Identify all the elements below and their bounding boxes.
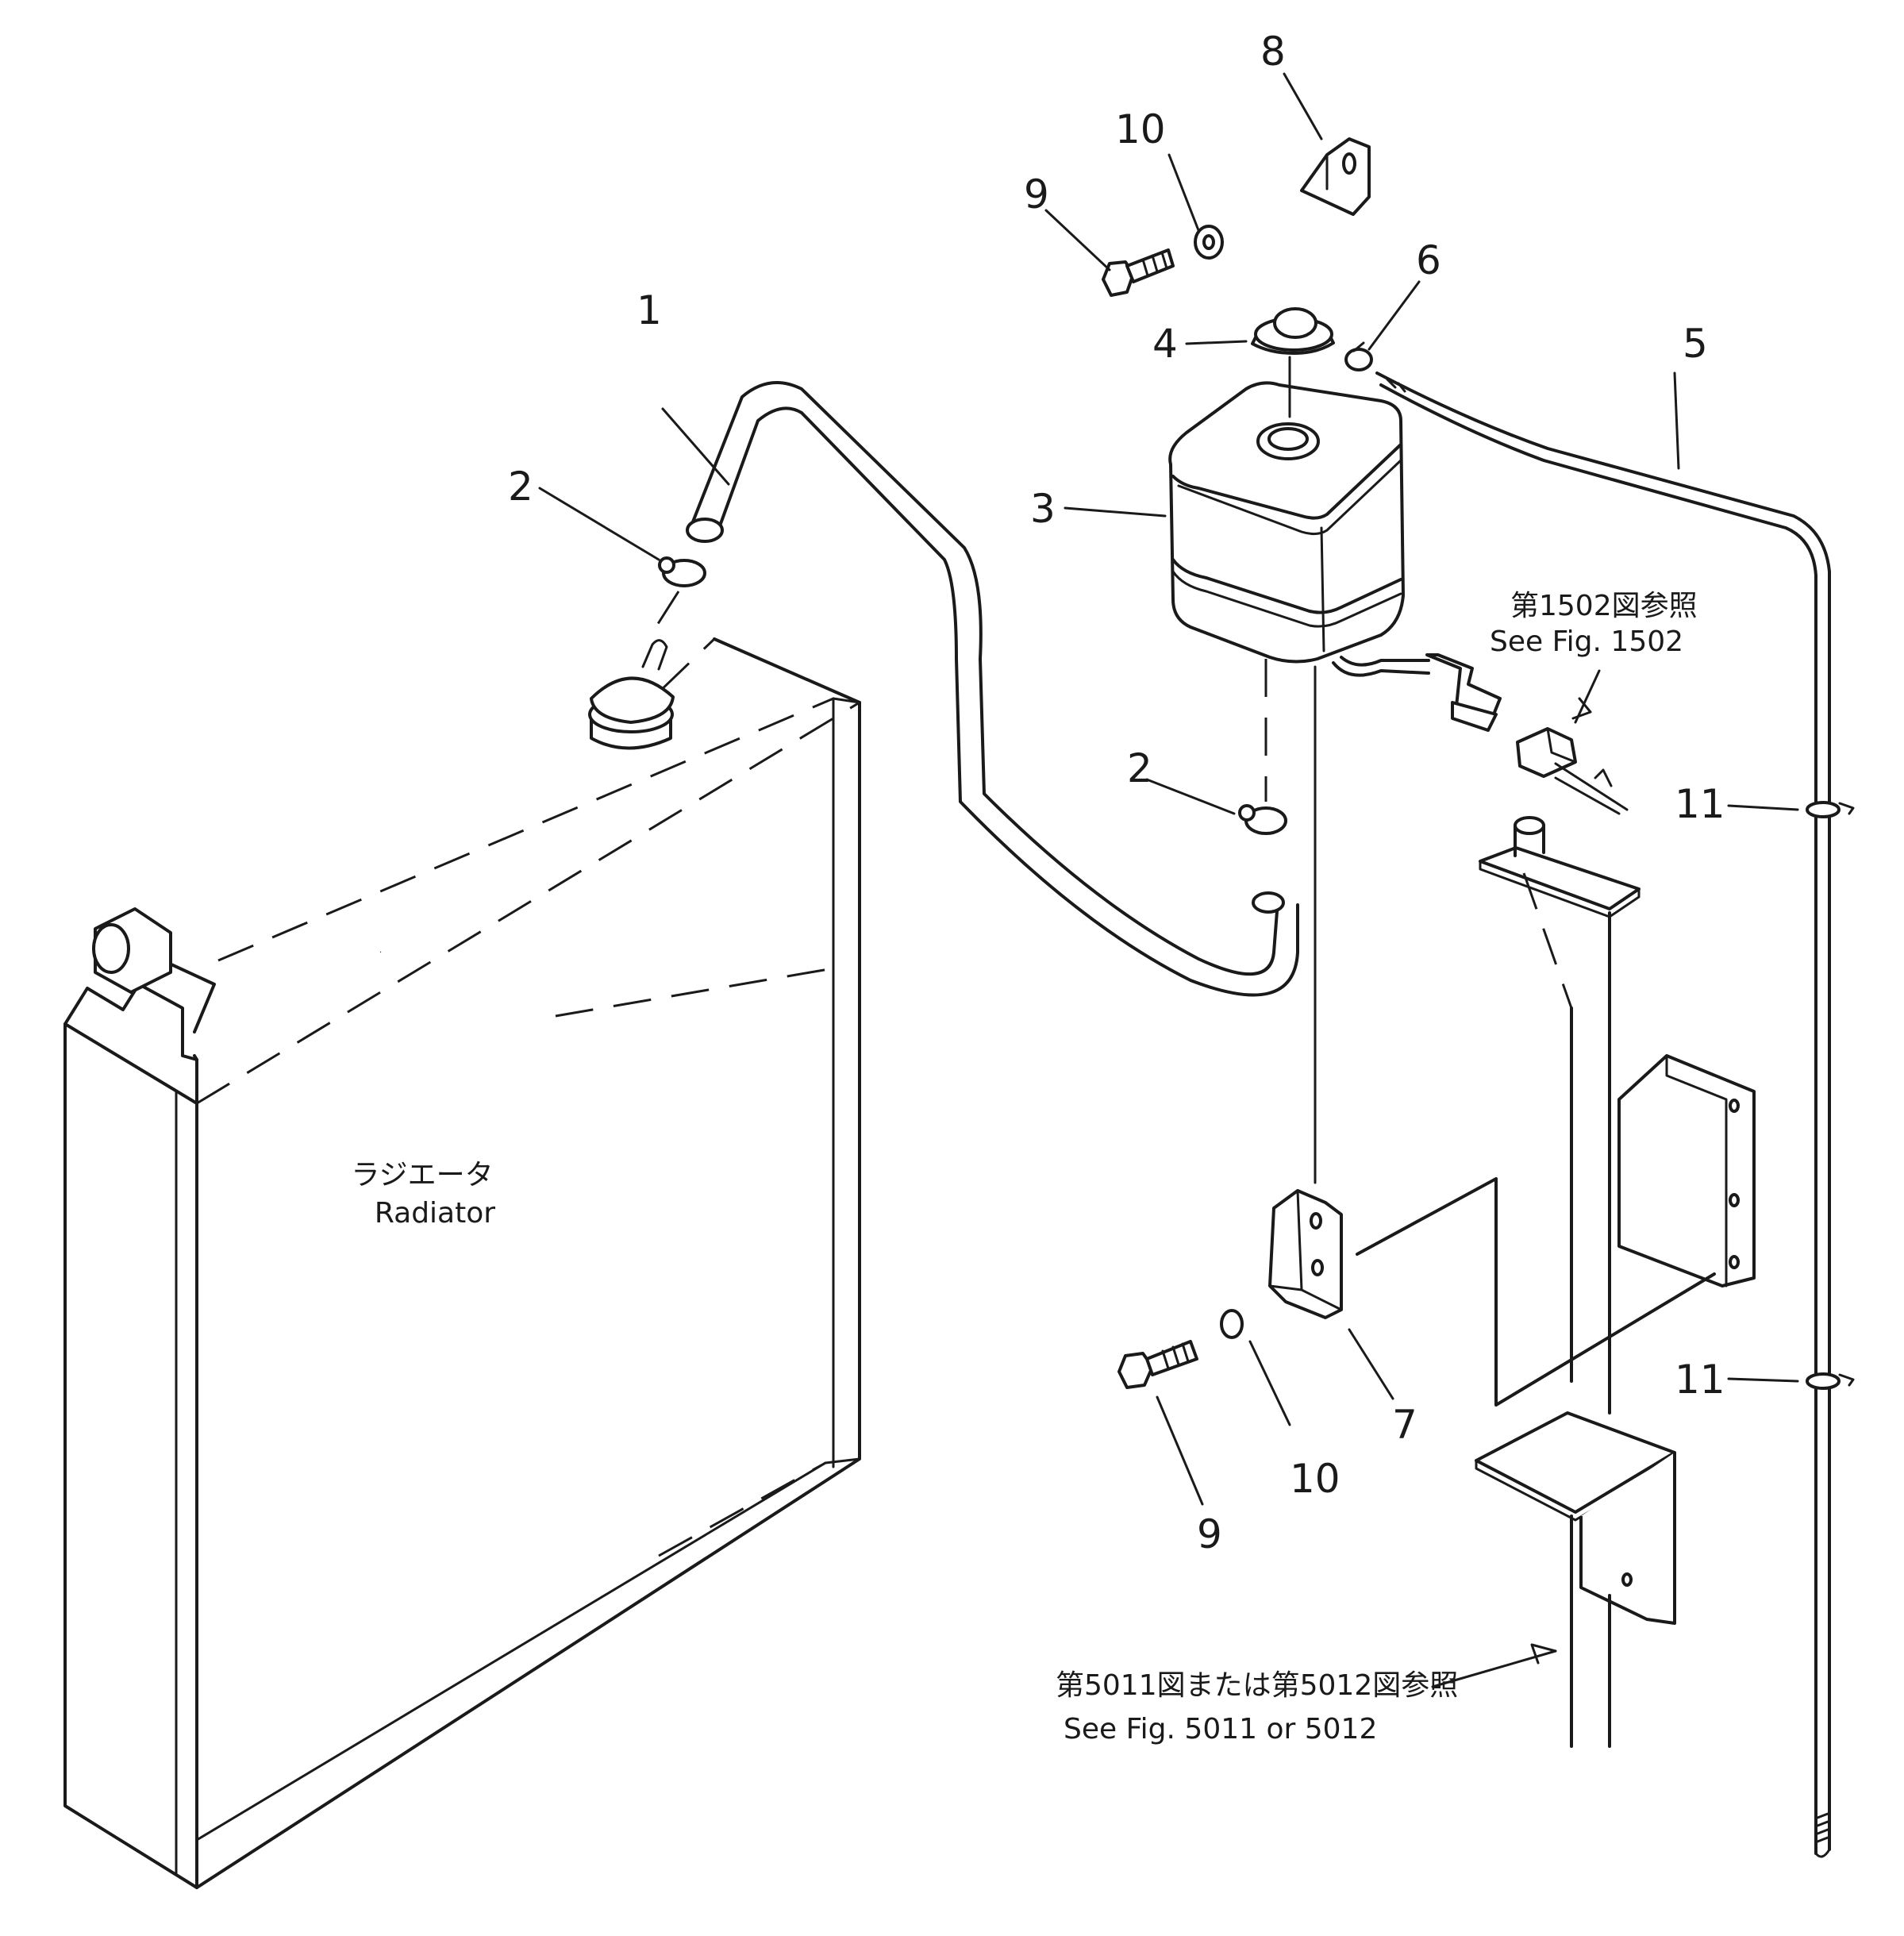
tank-filler-neck-inner: [1267, 427, 1309, 451]
small-clamp: [1344, 341, 1373, 371]
callout-7: 7: [1392, 1402, 1417, 1448]
washer-upper: [1194, 225, 1224, 260]
callout-11-lower: 11: [1675, 1357, 1725, 1403]
frame-bracket-z: [1356, 1177, 1716, 1407]
tank-sensor-cable: [1332, 661, 1430, 677]
support-frame: [1356, 816, 1756, 1748]
tank-body: [1168, 381, 1405, 664]
reservoir-tank: [1168, 381, 1502, 1184]
pipe-clamp-lower: [1806, 1372, 1841, 1390]
radiator-cap: [588, 639, 675, 750]
radiator: ラジエータ Radiator .: [63, 637, 861, 1889]
callout-5: 5: [1683, 321, 1708, 367]
callout-9-lower: 9: [1197, 1511, 1222, 1557]
leader-lines: [538, 72, 1799, 1688]
callout-1: 1: [637, 287, 662, 333]
radiator-side-right-top: [832, 697, 861, 704]
frame-side-plate: [1617, 1054, 1756, 1287]
tank-band: [1171, 558, 1402, 614]
hose-outline-outer: [689, 381, 1279, 976]
clamp-upper: [649, 556, 706, 636]
hose: [686, 381, 1299, 997]
radiator-hidden-top2: [217, 697, 834, 962]
callout-numbers: 1 2 2 3 4 5 6 7 8 9 9 10 10 11 11: [508, 29, 1725, 1557]
callout-9-upper: 9: [1024, 171, 1049, 217]
callout-4: 4: [1152, 321, 1178, 367]
radiator-hidden-bottom: [658, 1461, 826, 1557]
callout-2-lower: 2: [1127, 745, 1152, 791]
ref-fig5011-ja: 第5011図または第5012図参照: [1056, 1669, 1458, 1702]
radiator-side-back-edge: [195, 701, 861, 1889]
radiator-hidden-mid: [555, 967, 834, 1018]
radiator-hidden-top: [196, 701, 860, 1105]
ref-fig1502-ja: 第1502図参照: [1510, 590, 1698, 622]
radiator-inlet-pipe: [92, 907, 172, 994]
tank-front-vertical: [1320, 526, 1325, 652]
harness-connector: [1516, 727, 1629, 815]
reference-notes: 第1502図参照 See Fig. 1502 第5011図または第5012図参照…: [1056, 590, 1698, 1745]
tank-connector: [1425, 653, 1502, 720]
radiator-stray-mark: .: [379, 946, 382, 955]
tank-top-rib: [1177, 459, 1402, 536]
callout-11-upper: 11: [1675, 781, 1725, 827]
callout-10-upper: 10: [1115, 106, 1166, 152]
ref-fig1502-en: See Fig. 1502: [1490, 625, 1683, 658]
clamp-lower: [1238, 659, 1287, 835]
callout-8: 8: [1260, 29, 1286, 75]
radiator-bottom-diag: [824, 1457, 861, 1465]
bolt-upper: [1102, 248, 1175, 297]
radiator-side-bottom-inner: [195, 1461, 827, 1842]
callout-6: 6: [1416, 237, 1441, 283]
frame-hidden-diag: [1522, 872, 1573, 1009]
callout-2-upper: 2: [508, 464, 533, 510]
tank-band-2: [1171, 570, 1402, 628]
bracket-upper: [1300, 137, 1371, 216]
overflow-pipe-end: [1814, 1812, 1831, 1858]
ref-fig5011-en: See Fig. 5011 or 5012: [1064, 1713, 1377, 1745]
frame-post: [1514, 816, 1545, 835]
overflow-pipe: [1375, 371, 1855, 1858]
hose-outline-inner: [717, 406, 1299, 997]
hose-end-top: [686, 518, 724, 543]
radiator-label-ja: ラジエータ: [351, 1159, 493, 1191]
radiator-side-right-panel-top: [713, 637, 861, 704]
washer-lower: [1220, 1309, 1244, 1339]
callout-3: 3: [1030, 486, 1056, 532]
bracket-lower: [1268, 1189, 1343, 1319]
tank-top-front-edge: [1171, 443, 1402, 520]
tank-cap: [1251, 307, 1335, 418]
radiator-label-en: Radiator: [375, 1197, 495, 1230]
callout-10-lower: 10: [1290, 1456, 1340, 1502]
tank-sensor-cable-2: [1340, 656, 1430, 667]
radiator-top-edge: [193, 1054, 198, 1105]
radiator-filler-neck-block: [63, 983, 198, 1061]
pipe-clamp-upper: [1806, 801, 1841, 818]
bolt-lower: [1117, 1340, 1198, 1389]
hose-end-bottom: [1252, 891, 1285, 914]
